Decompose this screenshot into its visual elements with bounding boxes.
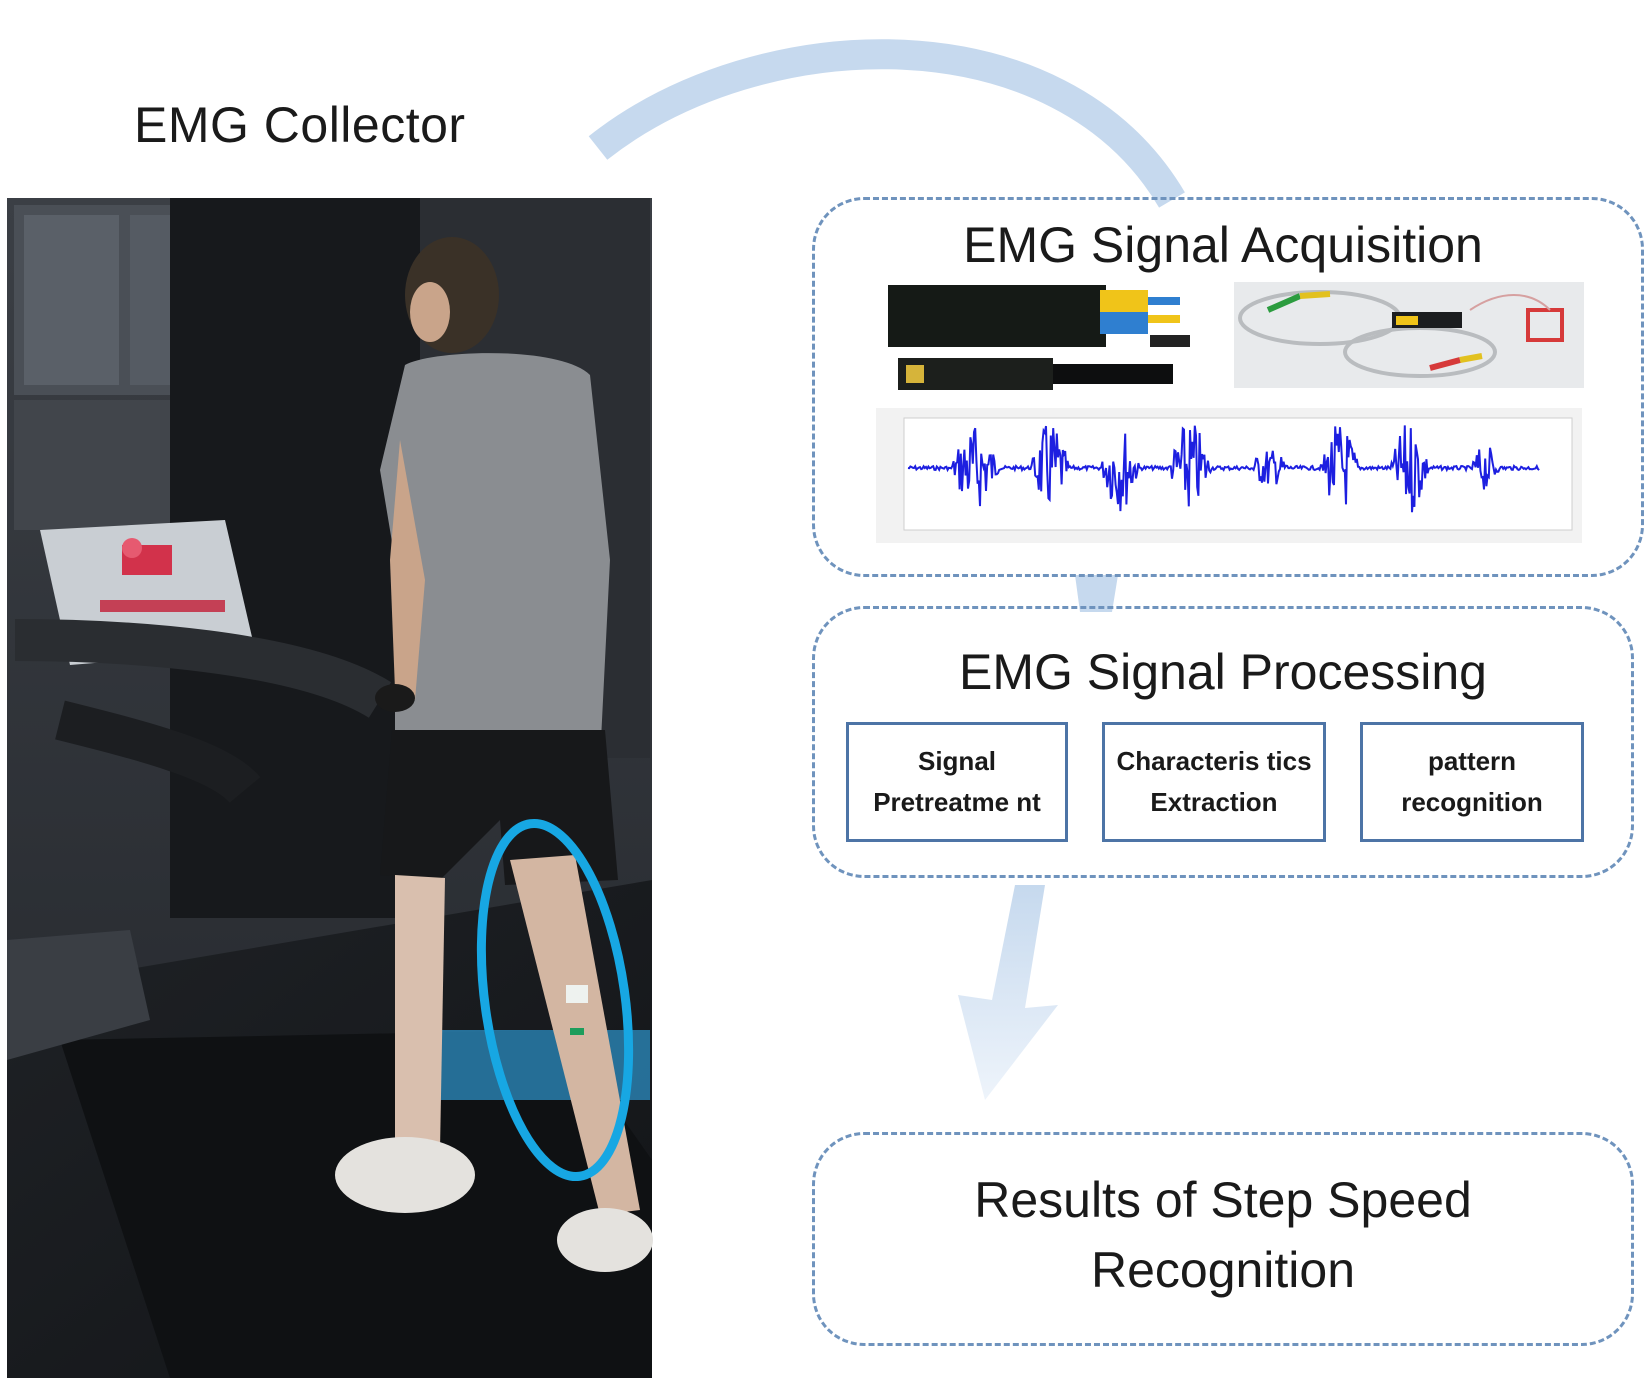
emg-hardware-photo-boards — [888, 285, 1190, 390]
step-characteristics-extraction: Characteris tics Extraction — [1102, 722, 1326, 842]
processing-panel — [812, 606, 1634, 878]
collector-title: EMG Collector — [134, 97, 466, 153]
electrode-highlight-ellipse — [476, 818, 634, 1182]
flow-connector-acquisition-to-processing — [1075, 575, 1118, 612]
processing-title: EMG Signal Processing — [958, 644, 1487, 700]
emg-waveform — [907, 425, 1540, 513]
step-pattern-recognition: pattern recognition — [1360, 722, 1584, 842]
results-title: Results of Step Speed Recognition — [974, 1172, 1472, 1298]
flow-arrow-collector-to-acquisition — [588, 39, 1185, 208]
results-panel — [812, 1132, 1634, 1346]
step-signal-pretreatment: Signal Pretreatme nt — [846, 722, 1068, 842]
acquisition-title: EMG Signal Acquisition — [963, 217, 1483, 273]
emg-hardware-photo-cables — [1234, 282, 1584, 388]
emg-signal-plot — [876, 408, 1582, 543]
flow-arrow-processing-to-results — [958, 885, 1058, 1100]
acquisition-panel — [812, 197, 1644, 577]
treadmill-photo — [7, 198, 653, 1378]
